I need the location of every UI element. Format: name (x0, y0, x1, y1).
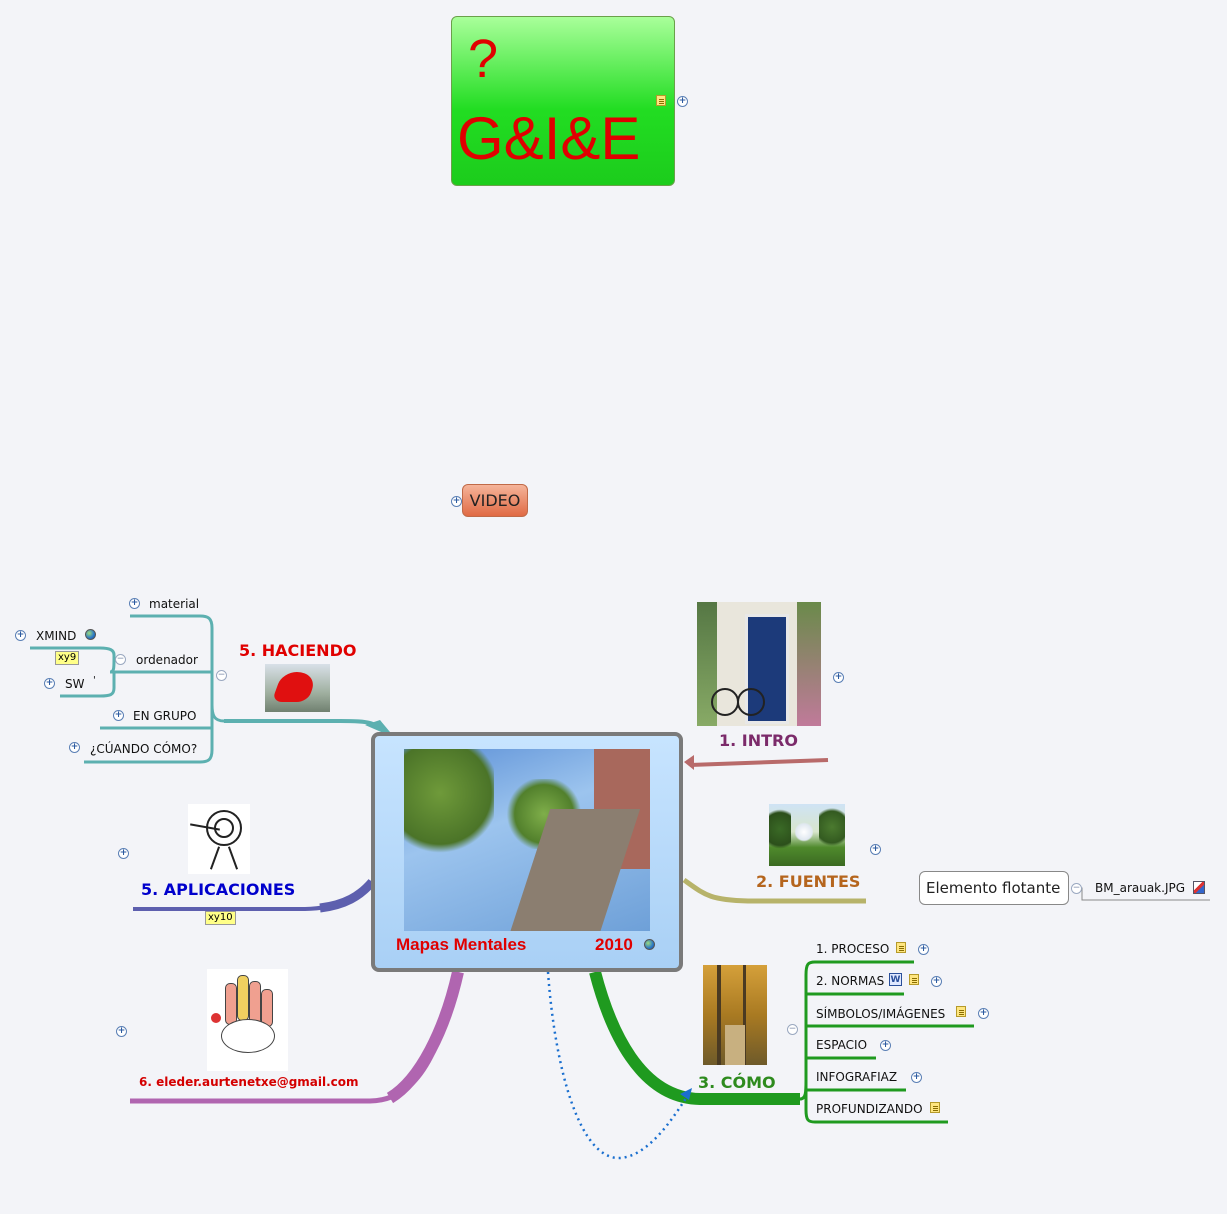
expand-icon[interactable]: + (833, 672, 844, 683)
floating-topic-gie[interactable]: ? G&I&E (451, 16, 675, 186)
expand-icon[interactable]: + (116, 1026, 127, 1037)
intro-image (697, 602, 821, 726)
collapse-icon[interactable]: − (115, 654, 126, 665)
expand-icon[interactable]: + (118, 848, 129, 859)
branch-fuentes-label[interactable]: 2. FUENTES (756, 872, 861, 891)
como-infografiaz[interactable]: INFOGRAFIAZ (816, 1070, 898, 1084)
collapse-icon[interactable]: − (216, 670, 227, 681)
como-image (703, 965, 767, 1065)
como-simbolos[interactable]: SÍMBOLOS/IMÁGENES (816, 1007, 946, 1021)
expand-icon[interactable]: + (113, 710, 124, 721)
como-espacio[interactable]: ESPACIO (816, 1038, 868, 1052)
hand-drawing-image (207, 969, 288, 1071)
como-proceso[interactable]: 1. PROCESO (816, 942, 890, 956)
floating-element-label: Elemento flotante (926, 879, 1061, 897)
branch-aplicaciones-label[interactable]: 5. APLICACIONES (141, 880, 296, 899)
central-year: 2010 (595, 935, 633, 954)
como-normas[interactable]: 2. NORMAS (816, 974, 885, 988)
globe-icon[interactable] (85, 629, 96, 640)
expand-icon[interactable]: + (677, 96, 688, 107)
floating-element-topic[interactable]: Elemento flotante (919, 871, 1069, 905)
branch-como-label[interactable]: 3. CÓMO (698, 1073, 776, 1092)
ordenador-xmind[interactable]: XMIND (36, 629, 77, 643)
expand-icon[interactable]: + (870, 844, 881, 855)
attachment-icon[interactable] (1193, 881, 1205, 894)
expand-icon[interactable]: + (69, 742, 80, 753)
branch-intro-label[interactable]: 1. INTRO (719, 731, 798, 750)
video-label: VIDEO (469, 491, 521, 510)
expand-icon[interactable]: + (15, 630, 26, 641)
expand-icon[interactable]: + (911, 1072, 922, 1083)
ordenador-sw[interactable]: SW (65, 677, 85, 691)
expand-icon[interactable]: + (931, 976, 942, 987)
red-shoe-image (265, 664, 330, 712)
note-icon[interactable] (896, 942, 906, 953)
expand-icon[interactable]: + (978, 1008, 989, 1019)
haciendo-en-grupo[interactable]: EN GRUPO (133, 709, 197, 723)
note-icon[interactable] (909, 974, 919, 985)
note-icon[interactable] (930, 1102, 940, 1113)
ordenador-sw-suffix: ' (93, 675, 96, 686)
marker-xy9[interactable]: xy9 (55, 651, 80, 665)
topic-question-mark: ? (468, 29, 499, 89)
como-profundizando[interactable]: PROFUNDIZANDO (816, 1102, 923, 1116)
branch-haciendo-label[interactable]: 5. HACIENDO (239, 641, 357, 660)
target-image (188, 804, 250, 874)
haciendo-ordenador[interactable]: ordenador (136, 653, 198, 667)
haciendo-material[interactable]: material (149, 597, 200, 611)
globe-icon[interactable] (644, 939, 655, 950)
video-topic[interactable]: VIDEO (462, 484, 528, 517)
fuentes-image (769, 804, 845, 866)
note-icon[interactable] (956, 1006, 966, 1017)
word-doc-icon[interactable]: W (889, 973, 902, 986)
marker-xy10[interactable]: xy10 (205, 911, 236, 925)
expand-icon[interactable]: + (129, 598, 140, 609)
central-title: Mapas Mentales (396, 935, 527, 954)
collapse-icon[interactable]: − (787, 1024, 798, 1035)
note-icon[interactable] (656, 95, 666, 106)
expand-icon[interactable]: + (880, 1040, 891, 1051)
central-topic[interactable]: Mapas Mentales 2010 (371, 732, 683, 972)
expand-icon[interactable]: + (451, 496, 462, 507)
expand-icon[interactable]: + (918, 944, 929, 955)
tree-photo (404, 749, 650, 931)
topic-gie-text: G&I&E (457, 105, 641, 172)
haciendo-cuando-como[interactable]: ¿CÚANDO CÓMO? (90, 742, 198, 756)
branch-email-label[interactable]: 6. eleder.aurtenetxe@gmail.com (139, 1075, 359, 1089)
bm-arauak-file[interactable]: BM_arauak.JPG (1095, 881, 1186, 895)
collapse-icon[interactable]: − (1071, 883, 1082, 894)
expand-icon[interactable]: + (44, 678, 55, 689)
